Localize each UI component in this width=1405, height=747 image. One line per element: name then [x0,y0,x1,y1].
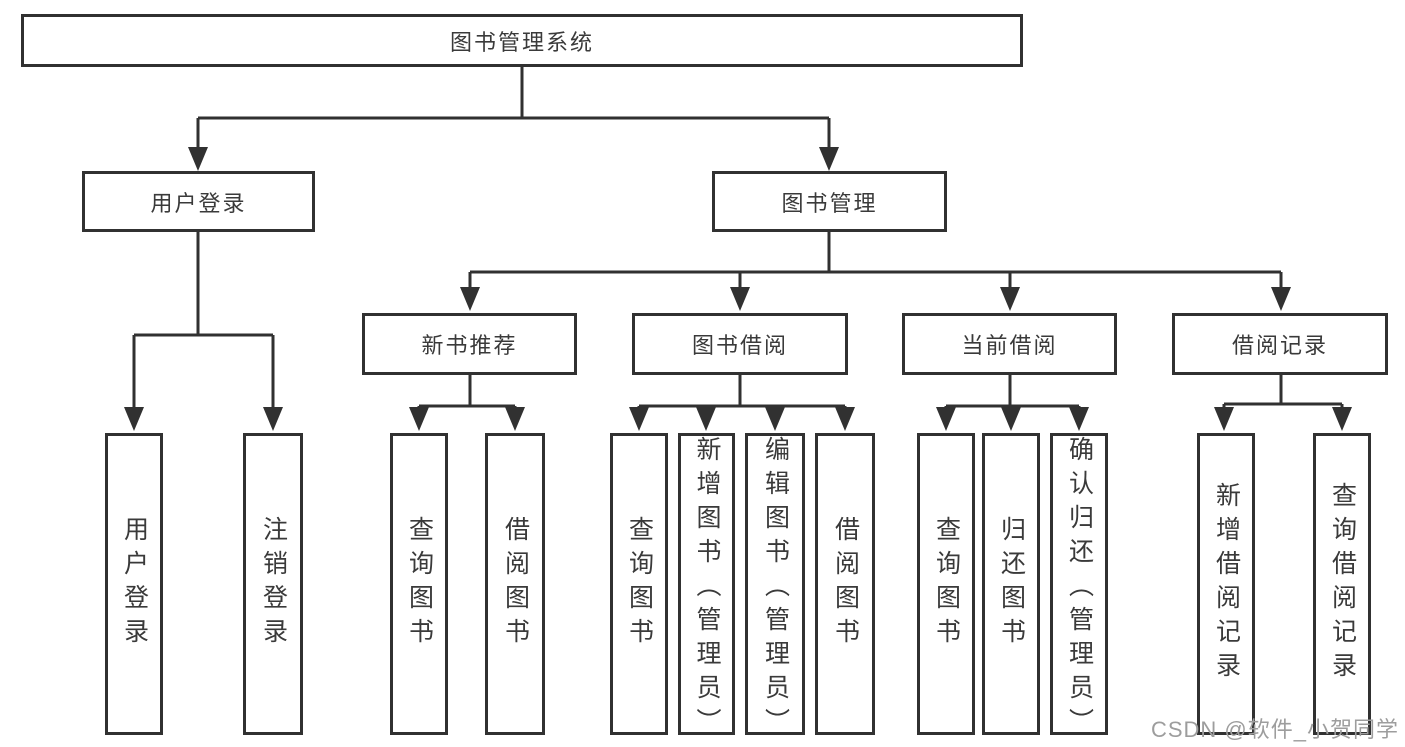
node-borrow-records: 借阅记录 [1172,313,1388,375]
node-current-borrow: 当前借阅 [902,313,1117,375]
leaf-borrow-books-recommend: 借阅图书 [485,433,545,735]
node-label: 图书管理系统 [449,29,594,55]
leaf-user-login: 用户登录 [105,433,163,735]
node-user-login: 用户登录 [82,171,315,232]
node-library-management-system: 图书管理系统 [21,14,1023,67]
leaf-label: 新增图书（管理员） [693,436,721,742]
node-book-borrow: 图书借阅 [632,313,848,375]
leaf-label: 用户登录 [120,516,149,652]
node-label: 当前借阅 [961,333,1058,358]
leaf-query-borrow-record: 查询借阅记录 [1313,433,1371,735]
leaf-label: 新增借阅记录 [1212,482,1241,686]
node-book-management: 图书管理 [712,171,947,232]
leaf-edit-book-admin: 编辑图书（管理员） [745,433,805,742]
csdn-watermark: CSDN @软件_小贺同学 [1150,717,1399,742]
node-label: 新书推荐 [421,333,518,358]
leaf-add-borrow-record: 新增借阅记录 [1197,433,1255,735]
leaf-label: 注销登录 [259,516,288,652]
leaf-label: 编辑图书（管理员） [761,436,790,742]
leaf-confirm-return-admin: 确认归还（管理员） [1050,433,1108,742]
leaf-label: 借阅图书 [831,516,860,652]
leaf-label: 借阅图书 [501,516,530,652]
leaf-label: 查询图书 [405,516,434,652]
arrowheads [124,147,1352,431]
leaf-query-books-borrow: 查询图书 [610,433,668,735]
leaf-borrow-books-2: 借阅图书 [815,433,875,735]
node-label: 用户登录 [150,190,247,216]
leaf-label: 确认归还（管理员） [1065,436,1094,742]
leaf-label: 查询图书 [625,516,654,652]
node-label: 图书管理 [781,190,878,216]
node-label: 借阅记录 [1231,333,1328,358]
node-new-book-recommend: 新书推荐 [362,313,577,375]
leaf-label: 归还图书 [997,516,1026,652]
leaf-query-books-current: 查询图书 [917,433,975,735]
leaf-label: 查询借阅记录 [1328,482,1357,686]
leaf-label: 查询图书 [932,516,961,652]
leaf-query-books-recommend: 查询图书 [390,433,448,735]
node-label: 图书借阅 [691,333,788,358]
leaf-logout: 注销登录 [243,433,303,735]
leaf-add-book-admin: 新增图书（管理员） [678,433,735,742]
leaf-return-books: 归还图书 [982,433,1040,735]
